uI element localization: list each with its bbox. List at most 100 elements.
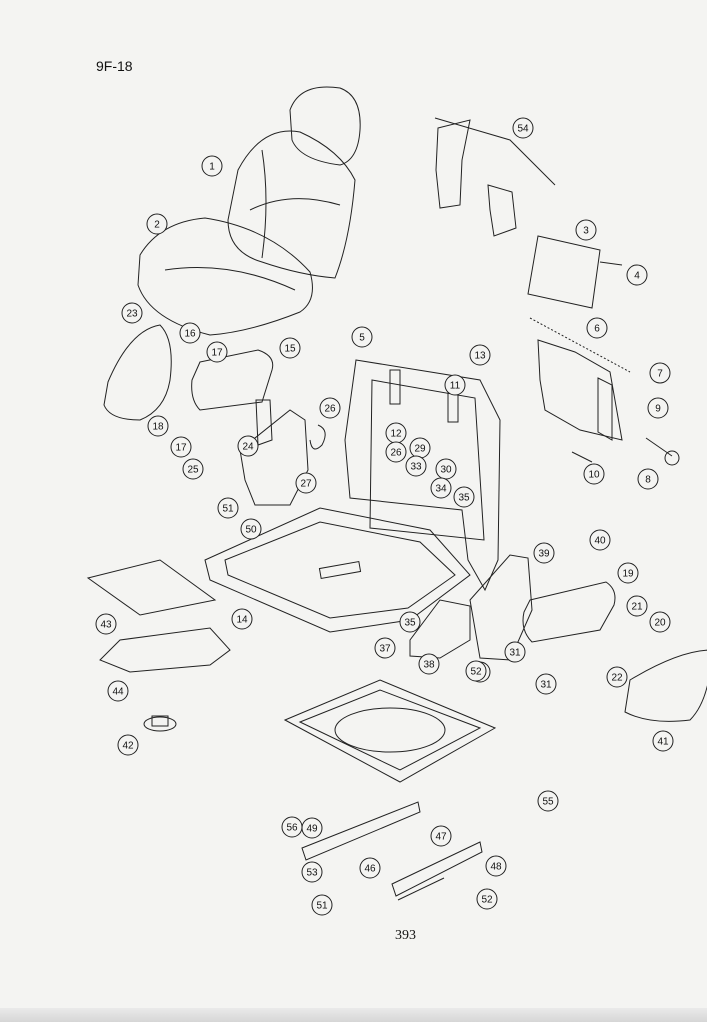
callout-label: 19 — [622, 569, 634, 580]
callout-circle — [476, 888, 498, 910]
callout-label: 27 — [300, 479, 312, 490]
callout-44: 44 — [107, 680, 129, 702]
callout-8: 8 — [637, 468, 659, 490]
callout-circle — [319, 397, 341, 419]
callout-label: 51 — [222, 504, 234, 515]
callout-circle — [583, 463, 605, 485]
callout-label: 42 — [122, 741, 134, 752]
callout-label: 46 — [364, 864, 376, 875]
callout-label: 15 — [284, 344, 296, 355]
callout-51: 51 — [217, 497, 239, 519]
callout-circle — [295, 472, 317, 494]
callout-label: 14 — [236, 615, 248, 626]
callout-26: 26 — [319, 397, 341, 419]
callout-51: 51 — [311, 894, 333, 916]
callout-37: 37 — [374, 637, 396, 659]
callout-circle — [537, 790, 559, 812]
callout-circle — [606, 666, 628, 688]
callout-label: 22 — [611, 673, 623, 684]
callout-20: 20 — [649, 611, 671, 633]
callout-14: 14 — [231, 608, 253, 630]
callout-52: 52 — [465, 660, 487, 682]
callout-31: 31 — [535, 673, 557, 695]
callout-label: 35 — [404, 618, 416, 629]
seat-back-seam — [249, 198, 341, 211]
callout-circle — [301, 861, 323, 883]
callout-label: 35 — [458, 493, 470, 504]
callout-1: 1 — [201, 155, 223, 177]
callout-circle — [359, 857, 381, 879]
callout-22: 22 — [606, 666, 628, 688]
callout-12: 12 — [385, 422, 407, 444]
callout-circle — [637, 468, 659, 490]
callout-54: 54 — [512, 117, 534, 139]
callout-label: 5 — [359, 333, 365, 344]
callout-circle — [617, 562, 639, 584]
page-code: 9F-18 — [96, 58, 133, 74]
left-armrest — [103, 324, 274, 446]
callout-41: 41 — [652, 730, 674, 752]
callout-33: 33 — [405, 455, 427, 477]
callout-label: 24 — [242, 442, 254, 453]
screw-4-shape — [599, 261, 623, 266]
callout-52: 52 — [476, 888, 498, 910]
switch-42 — [143, 715, 177, 732]
callout-43: 43 — [95, 613, 117, 635]
callout-label: 52 — [470, 667, 482, 678]
callout-circle — [206, 341, 228, 363]
callout-label: 51 — [316, 901, 328, 912]
callout-label: 48 — [490, 862, 502, 873]
callout-label: 52 — [481, 895, 493, 906]
callout-16: 16 — [179, 322, 201, 344]
seat-cushion — [137, 217, 313, 336]
callout-label: 11 — [450, 381, 461, 392]
callout-35: 35 — [453, 486, 475, 508]
callout-55: 55 — [537, 790, 559, 812]
callout-label: 25 — [187, 465, 199, 476]
callout-circle — [374, 637, 396, 659]
callout-30: 30 — [435, 458, 457, 480]
callout-label: 16 — [184, 329, 196, 340]
callout-circle — [179, 322, 201, 344]
callout-label: 41 — [657, 737, 669, 748]
callout-27: 27 — [295, 472, 317, 494]
callout-label: 50 — [245, 525, 257, 536]
callout-label: 26 — [324, 404, 336, 415]
callout-circle — [586, 317, 608, 339]
callout-circle — [201, 155, 223, 177]
headrest-shape — [289, 86, 361, 166]
lumbar-mechanism — [529, 317, 680, 466]
callout-circle — [485, 855, 507, 877]
callout-26: 26 — [385, 441, 407, 463]
seat-back-assembly — [227, 86, 361, 279]
callout-label: 33 — [410, 462, 422, 473]
callout-circle — [575, 219, 597, 241]
callout-label: 37 — [379, 644, 391, 655]
page-number: 393 — [395, 928, 416, 943]
callout-label: 43 — [100, 620, 112, 631]
callout-label: 10 — [588, 470, 600, 481]
callout-circle — [170, 436, 192, 458]
callout-label: 1 — [209, 162, 215, 173]
callout-label: 17 — [175, 443, 187, 454]
callout-56: 56 — [281, 816, 303, 838]
callout-15: 15 — [279, 337, 301, 359]
scan-edge — [0, 1008, 707, 1022]
callout-circle — [182, 458, 204, 480]
callout-circle — [652, 730, 674, 752]
callout-21: 21 — [626, 595, 648, 617]
callout-circle — [418, 653, 440, 675]
callout-circle — [311, 894, 333, 916]
callout-40: 40 — [589, 529, 611, 551]
callout-24: 24 — [237, 435, 259, 457]
callout-label: 18 — [152, 422, 164, 433]
callout-label: 38 — [423, 660, 435, 671]
callout-circle — [240, 518, 262, 540]
callout-circle — [469, 344, 491, 366]
callout-label: 12 — [390, 429, 402, 440]
swivel-base-plate — [283, 679, 497, 783]
left-bracket — [239, 409, 309, 506]
callout-38: 38 — [418, 653, 440, 675]
cover-plate-shape — [527, 235, 601, 309]
